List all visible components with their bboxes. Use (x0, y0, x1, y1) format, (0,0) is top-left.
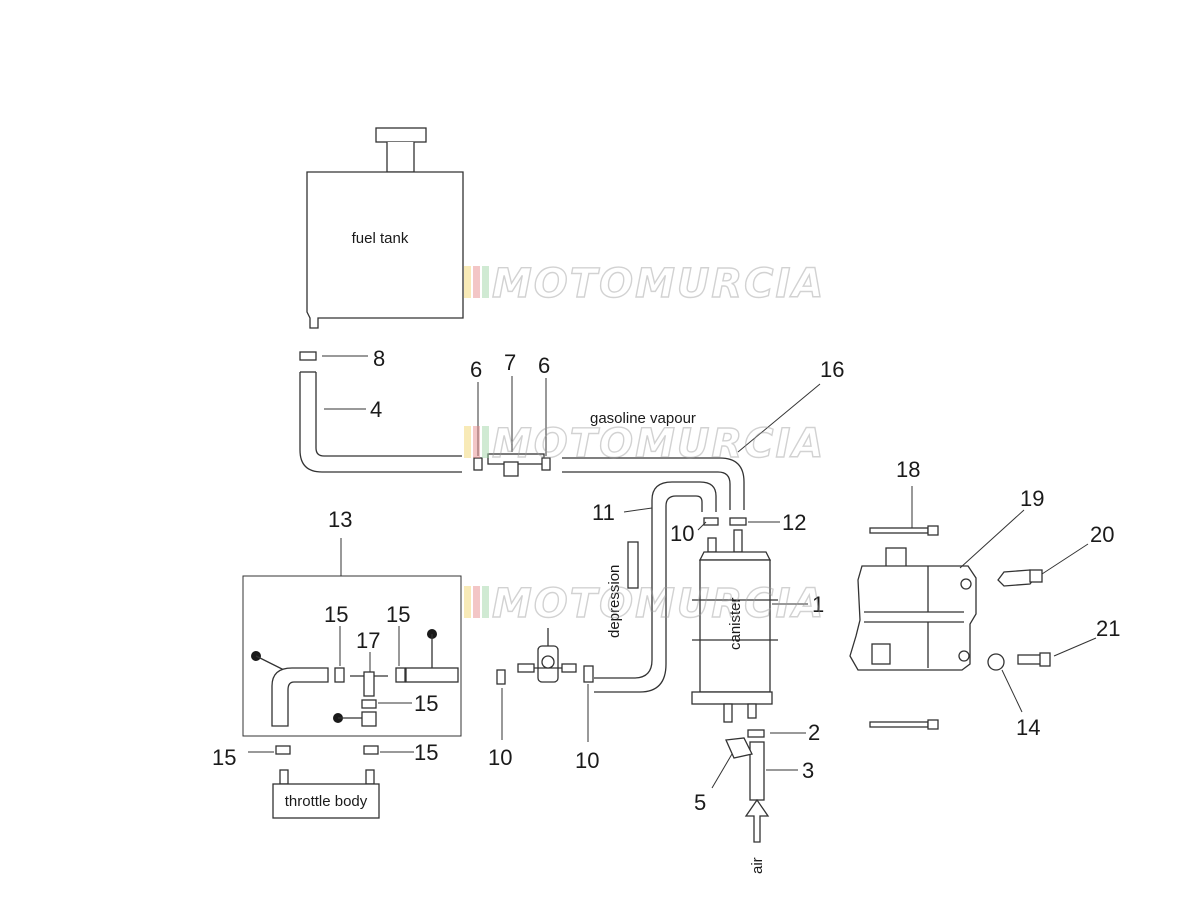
callout-10-top: 10 (670, 521, 694, 546)
pipe-16 (562, 457, 745, 510)
screw-18 (869, 525, 939, 536)
pipe-4 (299, 371, 462, 473)
watermark-text: MOTOMURCIA (492, 261, 825, 307)
callout-5: 5 (694, 790, 706, 815)
callout-15-a: 15 (324, 602, 348, 627)
clamp-15-left (275, 745, 291, 755)
valve-20 (997, 569, 1043, 587)
callout-16: 16 (820, 357, 844, 382)
callout-15-c: 15 (414, 691, 438, 716)
clamp-15-right (363, 745, 379, 755)
grommet-14 (987, 653, 1005, 671)
screw-18-lower (869, 719, 939, 730)
part-5 (725, 737, 753, 759)
callout-15-b: 15 (386, 602, 410, 627)
callout-8: 8 (373, 346, 385, 371)
part-8 (299, 351, 317, 361)
watermark-text: MOTOMURCIA (492, 581, 825, 627)
throttle-body-label: throttle body (285, 793, 368, 810)
canister: canister (691, 529, 778, 723)
callout-15-e: 15 (414, 740, 438, 765)
bracket-19 (849, 547, 977, 671)
depression-label: depression (606, 565, 623, 638)
fuel-tank-label: fuel tank (352, 230, 409, 247)
part-2 (747, 729, 765, 738)
watermark-text: MOTOMURCIA (492, 421, 825, 467)
throttle-body: throttle body (272, 769, 380, 819)
valve-7 (473, 453, 551, 477)
kit-13-hoses (251, 629, 459, 727)
callout-numbers: 8 4 6 7 6 16 11 10 12 1 2 3 5 13 15 15 1… (212, 346, 1120, 815)
watermark-top: MOTOMURCIA (464, 260, 825, 308)
callout-2: 2 (808, 720, 820, 745)
fuel-tank: fuel tank (306, 127, 464, 329)
callout-10-right: 10 (575, 748, 599, 773)
canister-label: canister (727, 597, 744, 650)
callout-20: 20 (1090, 522, 1114, 547)
leader-lines (248, 355, 1097, 789)
clamp-10-left (496, 669, 506, 685)
callout-19: 19 (1020, 486, 1044, 511)
callout-14: 14 (1016, 715, 1040, 740)
callout-17: 17 (356, 628, 380, 653)
callout-4: 4 (370, 397, 382, 422)
watermark-bottom: MOTOMURCIA (464, 580, 825, 628)
callout-18: 18 (896, 457, 920, 482)
depression-tube (627, 541, 639, 589)
part-3 (749, 741, 765, 801)
callout-3: 3 (802, 758, 814, 783)
air-arrow (744, 798, 770, 843)
clamp-12 (729, 517, 747, 526)
callout-6-left: 6 (470, 357, 482, 382)
watermark-middle: MOTOMURCIA (464, 420, 825, 468)
callout-7: 7 (504, 350, 516, 375)
callout-13: 13 (328, 507, 352, 532)
gasoline-vapour-label: gasoline vapour (590, 410, 696, 427)
kit-13-box (242, 575, 462, 737)
callout-11: 11 (592, 500, 615, 525)
callout-6-right: 6 (538, 353, 550, 378)
screw-21 (1017, 652, 1051, 667)
clamp-10-right (583, 665, 594, 683)
rollover-valve (517, 628, 577, 683)
callout-10-left: 10 (488, 745, 512, 770)
pipe-11 (594, 481, 717, 693)
callout-12: 12 (782, 510, 806, 535)
clamp-10-top (703, 517, 719, 526)
callout-15-d: 15 (212, 745, 236, 770)
callout-1: 1 (812, 592, 824, 617)
callout-21: 21 (1096, 616, 1120, 641)
air-label: air (749, 857, 766, 874)
